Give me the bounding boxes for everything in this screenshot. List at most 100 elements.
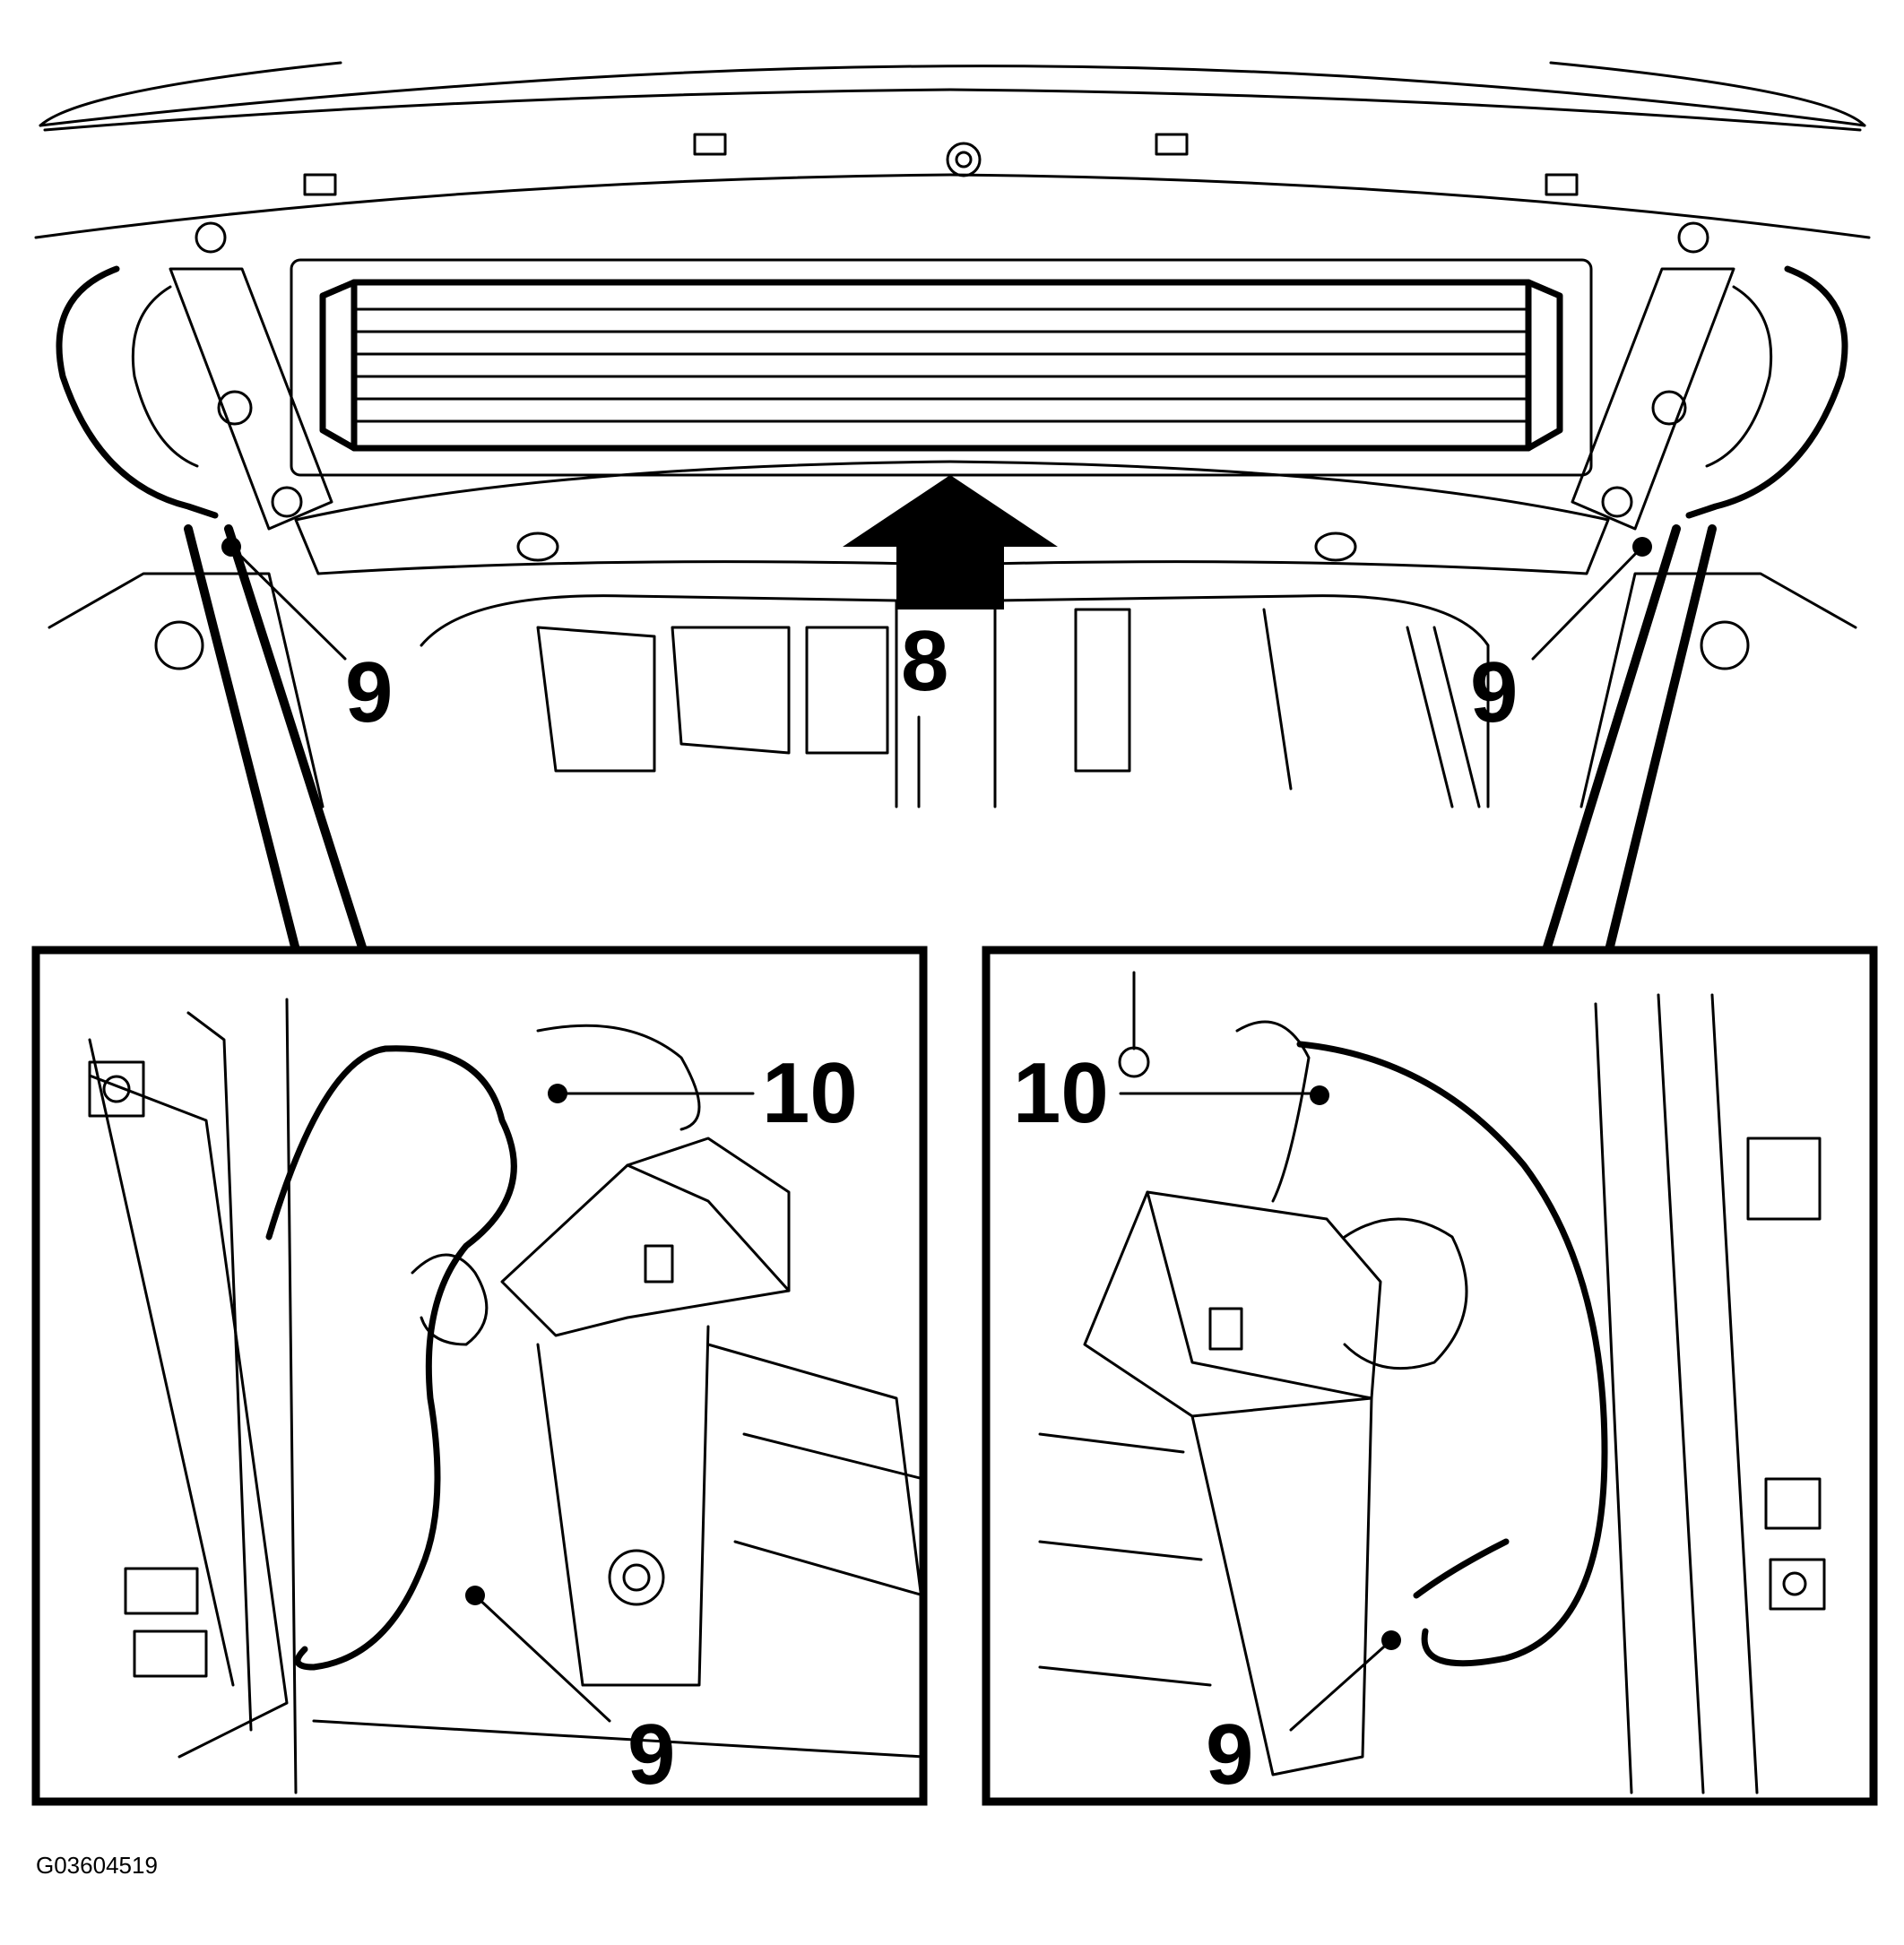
- inset-left-upper-body: [536, 1024, 701, 1131]
- clip-1: [303, 173, 337, 196]
- bolt-left-top: [195, 221, 227, 254]
- engine-part-2: [671, 626, 791, 755]
- bumper-lip: [34, 173, 1871, 239]
- inset-left-duct-flange: [411, 1253, 489, 1346]
- clip-3: [1155, 133, 1189, 156]
- callout-10-inset-right: 10: [1013, 1045, 1109, 1141]
- callout-10-inset-left: 10: [762, 1045, 858, 1141]
- inset-left-body-1: [706, 1343, 920, 1596]
- inset-right-rail-1: [1657, 993, 1705, 1794]
- hose-left: [56, 265, 219, 519]
- engine-part-4: [1074, 608, 1131, 773]
- clip-4: [1545, 173, 1579, 196]
- bracket-left: [169, 267, 333, 531]
- hose-right: [1685, 265, 1848, 519]
- fastener-center-inner: [955, 151, 973, 169]
- subframe-outline-right: [993, 594, 1490, 808]
- inset-left-strut: [536, 1325, 710, 1687]
- inset-left-bracket-tab: [88, 1060, 145, 1118]
- callout-9-main-right: 9: [1470, 644, 1518, 740]
- inset-right: 10 9: [982, 946, 1878, 1806]
- inset-left-mount-bracket: [500, 1137, 791, 1337]
- inset-left-tab-hole: [102, 1075, 131, 1103]
- inset-left-strut-bolt-inner: [622, 1563, 651, 1592]
- inset-left-mount-bracket-face: [626, 1163, 791, 1292]
- bolt-left-upper: [217, 390, 253, 426]
- radiator-core: [351, 279, 1532, 452]
- bumper-outline-top: [39, 65, 1866, 127]
- crossmember-hole-right: [1314, 532, 1357, 562]
- leader-9-main-right: [1531, 545, 1644, 661]
- engine-part-5: [1262, 608, 1293, 791]
- clip-2: [693, 133, 727, 156]
- bracket-right: [1571, 267, 1735, 531]
- inset-right-rail-2: [1710, 993, 1759, 1794]
- inset-left: 10 9: [31, 946, 928, 1806]
- inset-right-clip: [1746, 1137, 1822, 1221]
- inset-right-upper: [1235, 1020, 1311, 1203]
- engine-part-1: [536, 626, 656, 773]
- inset-left-lower-tab-1: [124, 1567, 199, 1615]
- inset-left-mount-slot: [644, 1244, 674, 1284]
- inset-right-tab-1: [1764, 1477, 1822, 1530]
- inset-right-rod-end: [1118, 1046, 1150, 1078]
- radiator-tank-left: [319, 279, 358, 452]
- zoom-wedge-left: [184, 524, 368, 955]
- inset-right-tab-2: [1769, 1558, 1826, 1611]
- engine-part-3: [805, 626, 889, 755]
- bumper-outline-upper: [43, 88, 1862, 132]
- inset-left-body-4: [312, 1719, 920, 1759]
- hose-right-inner: [1705, 285, 1773, 468]
- leader-9-inset-left: [473, 1594, 611, 1723]
- bumper-corner-right: [1549, 61, 1866, 127]
- inset-right-mount-bracket-face: [1146, 1190, 1373, 1400]
- inset-left-duct: [265, 1045, 517, 1671]
- radiator-tank-right: [1525, 279, 1563, 452]
- inset-right-hole: [1782, 1571, 1807, 1596]
- inset-left-rail-3: [285, 998, 298, 1794]
- leader-9-inset-right: [1289, 1638, 1393, 1732]
- inset-left-strut-bolt: [608, 1549, 665, 1606]
- inset-right-body-3: [1038, 1665, 1212, 1687]
- inset-right-body-2: [1038, 1540, 1203, 1561]
- inset-left-rail-1: [88, 1038, 235, 1687]
- bumper-corner-left: [39, 61, 342, 127]
- zoom-wedge-right: [1542, 524, 1717, 955]
- inset-left-panel: [88, 1074, 289, 1759]
- leader-9-main-left: [229, 545, 347, 661]
- bolt-right-lower: [1601, 486, 1633, 518]
- inset-left-lower-tab-2: [133, 1629, 208, 1678]
- bolt-left-lower: [271, 486, 303, 518]
- inset-right-duct-flange: [1343, 1217, 1468, 1370]
- inset-left-body-2: [742, 1432, 920, 1480]
- inset-left-rail-2: [186, 1011, 253, 1732]
- callout-9-inset-right: 9: [1206, 1707, 1253, 1802]
- inset-right-mount-slot: [1208, 1307, 1243, 1351]
- figure-id: G03604519: [36, 1852, 158, 1879]
- inset-right-strut: [1190, 1396, 1373, 1776]
- inset-right-dot-10: [1310, 1085, 1329, 1105]
- callout-9-inset-left: 9: [627, 1707, 675, 1802]
- crossmember: [294, 460, 1610, 575]
- lower-left-structure: [48, 572, 325, 808]
- crossmember-hole-left: [516, 532, 559, 562]
- mount-right: [1700, 620, 1750, 670]
- hose-left-inner: [131, 285, 199, 468]
- fastener-center: [946, 142, 982, 177]
- inset-left-frame: [31, 946, 928, 1806]
- inset-left-body-3: [733, 1540, 920, 1596]
- subframe-outline: [420, 594, 898, 808]
- radiator-frame: [290, 258, 1593, 477]
- engine-part-7: [1432, 626, 1481, 808]
- inset-right-duct-lower: [1413, 1538, 1510, 1599]
- engine-part-6: [1406, 626, 1454, 808]
- main-view: 8 9 9: [34, 61, 1871, 808]
- inset-right-body-1: [1038, 1432, 1185, 1454]
- inset-right-frame: [982, 946, 1878, 1806]
- bolt-right-top: [1677, 221, 1709, 254]
- mount-left: [154, 620, 204, 670]
- bolt-right-upper: [1651, 390, 1687, 426]
- arrow-up-icon: [843, 475, 1058, 609]
- callout-8: 8: [901, 613, 948, 709]
